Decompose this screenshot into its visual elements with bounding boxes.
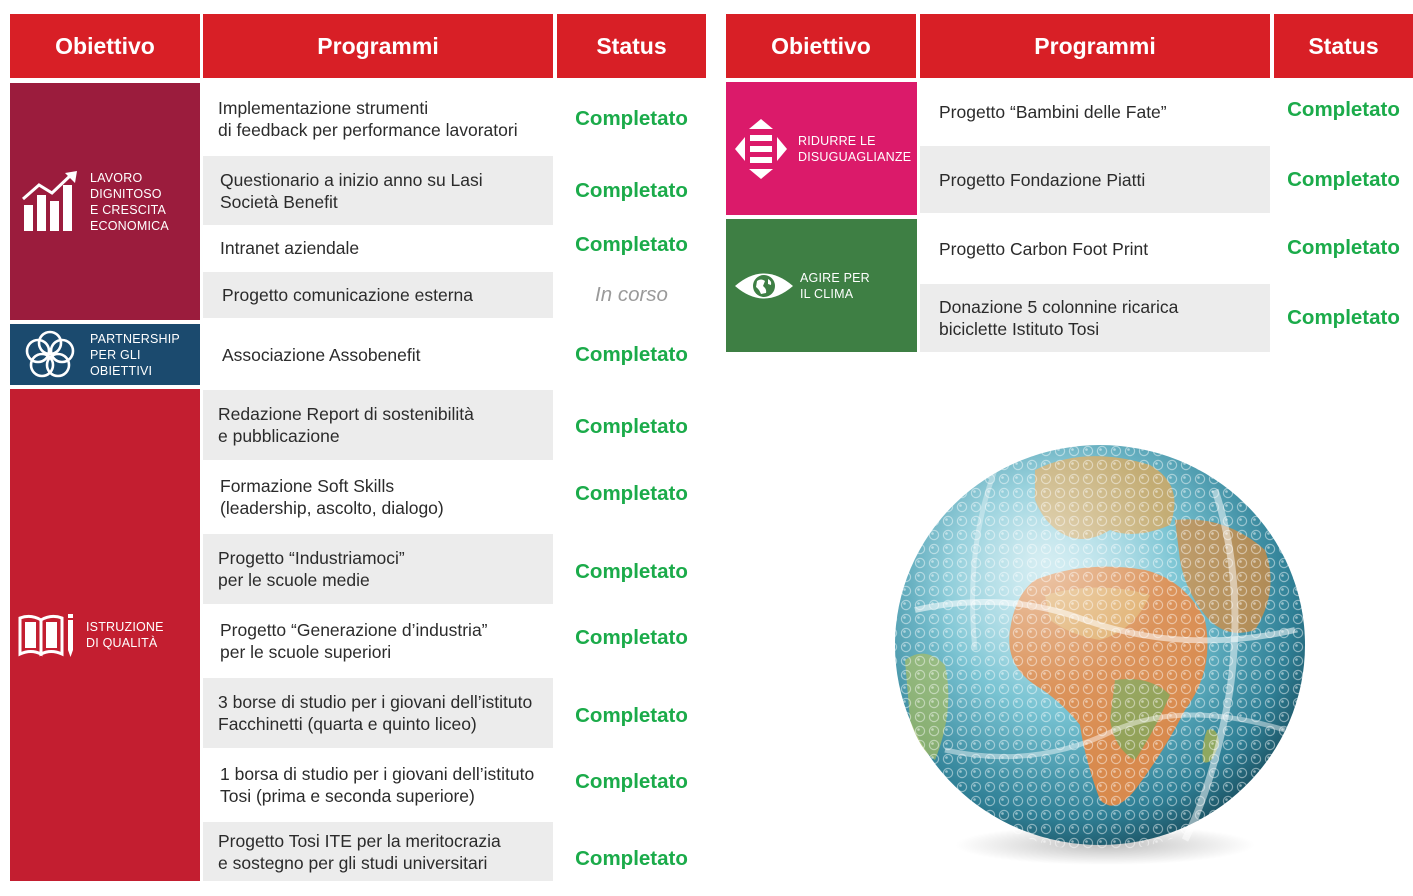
program-row: Progetto Tosi ITE per la meritocrazia e …	[203, 822, 553, 881]
program-row: Implementazione strumenti di feedback pe…	[203, 83, 553, 154]
globe-illustration	[890, 439, 1310, 865]
right-header-goal: Obiettivo	[726, 14, 916, 78]
status-badge: Completato	[575, 482, 688, 505]
program-text: Implementazione strumenti di feedback pe…	[218, 97, 518, 140]
left-header-programs: Programmi	[203, 14, 553, 78]
goal-label: LAVORO DIGNITOSO E CRESCITA ECONOMICA	[90, 170, 169, 233]
program-text: Progetto Carbon Foot Print	[939, 239, 1149, 259]
program-text: Associazione Assobenefit	[222, 344, 421, 365]
globe-image	[885, 430, 1325, 870]
status-badge: Completato	[575, 178, 688, 202]
status-badge: In corso	[595, 283, 668, 306]
status-badge: Completato	[575, 106, 688, 130]
program-row: Associazione Assobenefit	[203, 324, 553, 385]
status-badge: Completato	[575, 559, 688, 583]
goal-climate-action: AGIRE PER IL CLIMA	[726, 219, 917, 352]
program-text: Formazione Soft Skills (leadership, asco…	[220, 475, 444, 518]
status-badge: Completato	[575, 342, 688, 366]
status-badge: Completato	[575, 626, 688, 649]
status-badge: Completato	[1287, 236, 1400, 259]
status-badge: Completato	[1287, 167, 1400, 191]
status-badge: Completato	[575, 415, 688, 438]
goal-decent-work: LAVORO DIGNITOSO E CRESCITA ECONOMICA	[10, 83, 200, 320]
program-row: Intranet aziendale	[203, 227, 553, 269]
program-row: Questionario a inizio anno su Lasi Socie…	[203, 156, 553, 225]
program-row: 3 borse di studio per i giovani dell’ist…	[203, 678, 553, 748]
status-badge: Completato	[575, 233, 688, 256]
status-badge: Completato	[575, 770, 688, 793]
right-header-programs: Programmi	[920, 14, 1270, 78]
book-pencil-icon	[16, 612, 78, 658]
growth-chart-icon	[18, 170, 82, 233]
program-row: 1 borsa di studio per i giovani dell’ist…	[203, 750, 553, 820]
program-row: Progetto “Generazione d’industria” per l…	[203, 606, 553, 676]
goal-partnership: PARTNERSHIP PER GLI OBIETTIVI	[10, 324, 200, 385]
status-badge: Completato	[575, 847, 688, 870]
program-text: Progetto “Bambini delle Fate”	[939, 102, 1167, 122]
left-header-goal: Obiettivo	[10, 14, 200, 78]
right-header-status: Status	[1274, 14, 1413, 78]
program-row: Donazione 5 colonnine ricarica biciclett…	[920, 284, 1270, 352]
status-badge: Completato	[575, 703, 688, 727]
program-row: Formazione Soft Skills (leadership, asco…	[203, 461, 553, 532]
program-row: Progetto comunicazione esterna	[203, 272, 553, 318]
program-text: Progetto Fondazione Piatti	[939, 169, 1146, 190]
program-text: Intranet aziendale	[220, 238, 360, 258]
program-text: Progetto Tosi ITE per la meritocrazia e …	[218, 830, 501, 873]
program-text: 1 borsa di studio per i giovani dell’ist…	[220, 764, 535, 806]
goal-label: RIDURRE LE DISUGUAGLIANZE	[798, 133, 912, 164]
program-text: 3 borse di studio per i giovani dell’ist…	[218, 692, 533, 734]
status-badge: Completato	[1287, 306, 1400, 329]
program-text: Redazione Report di sostenibilità e pubb…	[218, 404, 474, 446]
program-text: Questionario a inizio anno su Lasi Socie…	[220, 169, 483, 212]
goal-reduce-inequality: RIDURRE LE DISUGUAGLIANZE	[726, 82, 917, 215]
program-text: Progetto comunicazione esterna	[222, 285, 473, 305]
goal-education: ISTRUZIONE DI QUALITÀ	[10, 389, 200, 881]
program-text: Progetto “Industriamoci” per le scuole m…	[218, 548, 405, 590]
program-text: Progetto “Generazione d’industria” per l…	[220, 620, 488, 662]
eye-globe-icon	[730, 269, 798, 303]
program-row: Progetto Carbon Foot Print	[920, 219, 1270, 279]
equality-arrows-icon	[730, 118, 792, 179]
goal-label: PARTNERSHIP PER GLI OBIETTIVI	[90, 331, 180, 378]
status-badge: Completato	[1287, 98, 1400, 121]
program-row: Progetto “Bambini delle Fate”	[920, 82, 1270, 142]
goal-label: ISTRUZIONE DI QUALITÀ	[86, 620, 164, 650]
partnership-rings-icon	[20, 329, 80, 381]
program-text: Donazione 5 colonnine ricarica biciclett…	[939, 297, 1179, 339]
goal-label: AGIRE PER IL CLIMA	[800, 270, 870, 301]
program-row: Progetto “Industriamoci” per le scuole m…	[203, 534, 553, 604]
program-row: Redazione Report di sostenibilità e pubb…	[203, 390, 553, 460]
program-row: Progetto Fondazione Piatti	[920, 146, 1270, 213]
left-header-status: Status	[557, 14, 706, 78]
